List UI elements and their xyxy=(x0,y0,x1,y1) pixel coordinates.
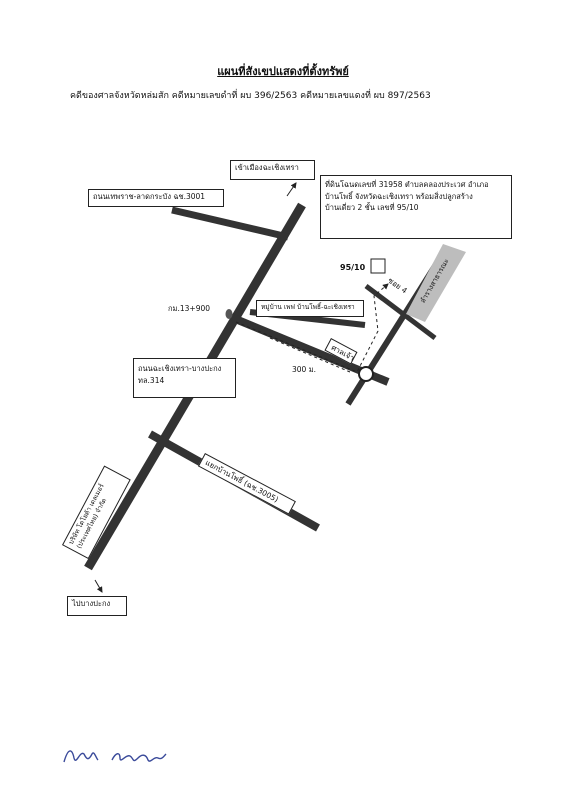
km-marker-label: กม.13+900 xyxy=(168,304,211,313)
main-road-label: ถนนฉะเชิงเทรา-บางปะกง ทล.314 xyxy=(133,358,236,398)
main-road-line-1: ถนนฉะเชิงเทรา-บางปะกง xyxy=(138,364,222,373)
road-3001-label: ถนนเทพราช-ลาดกระบัง ฉช.3001 xyxy=(88,189,224,207)
distance-label: 300 ม. xyxy=(292,365,317,374)
page-title: แผนที่สังเขปแสดงที่ตั้งทรัพย์ xyxy=(217,65,349,78)
to-bangpakong-label: ไปบางปะกง xyxy=(67,596,127,616)
road-3001 xyxy=(171,206,289,241)
main-road-line-2: ทล.314 xyxy=(138,376,165,385)
property-description: ที่ดินโฉนดเลขที่ 31958 ตำบลคลองประเวศ อำ… xyxy=(320,175,512,239)
roundabout xyxy=(358,366,374,382)
property-line-1: ที่ดินโฉนดเลขที่ 31958 ตำบลคลองประเวศ อำ… xyxy=(325,180,489,189)
km-marker xyxy=(225,309,233,319)
route-dashed xyxy=(235,283,389,373)
arrow-to-city xyxy=(286,182,297,197)
house-marker xyxy=(370,258,386,274)
village-label: หมู่บ้าน เพฟ บ้านโพธิ์-ฉะเชิงเทรา xyxy=(256,300,364,317)
property-line-3: บ้านเดี่ยว 2 ชั้น เลขที่ 95/10 xyxy=(325,203,419,213)
handwritten-signature xyxy=(62,742,172,776)
case-reference: คดีของศาลจังหวัดหล่มสัก คดีหมายเลขดำที่ … xyxy=(70,91,431,101)
public-canal xyxy=(406,244,466,322)
soi-4 xyxy=(364,284,437,340)
property-line-2: บ้านโพธิ์ จังหวัดฉะเชิงเทรา พร้อมสิ่งปลู… xyxy=(325,191,473,201)
route-dashed-lead xyxy=(269,337,351,373)
house-number-label: 95/10 xyxy=(340,263,366,272)
arrow-to-bangpakong xyxy=(94,579,103,593)
to-city-label: เข้าเมืองฉะเชิงเทรา xyxy=(230,160,315,180)
